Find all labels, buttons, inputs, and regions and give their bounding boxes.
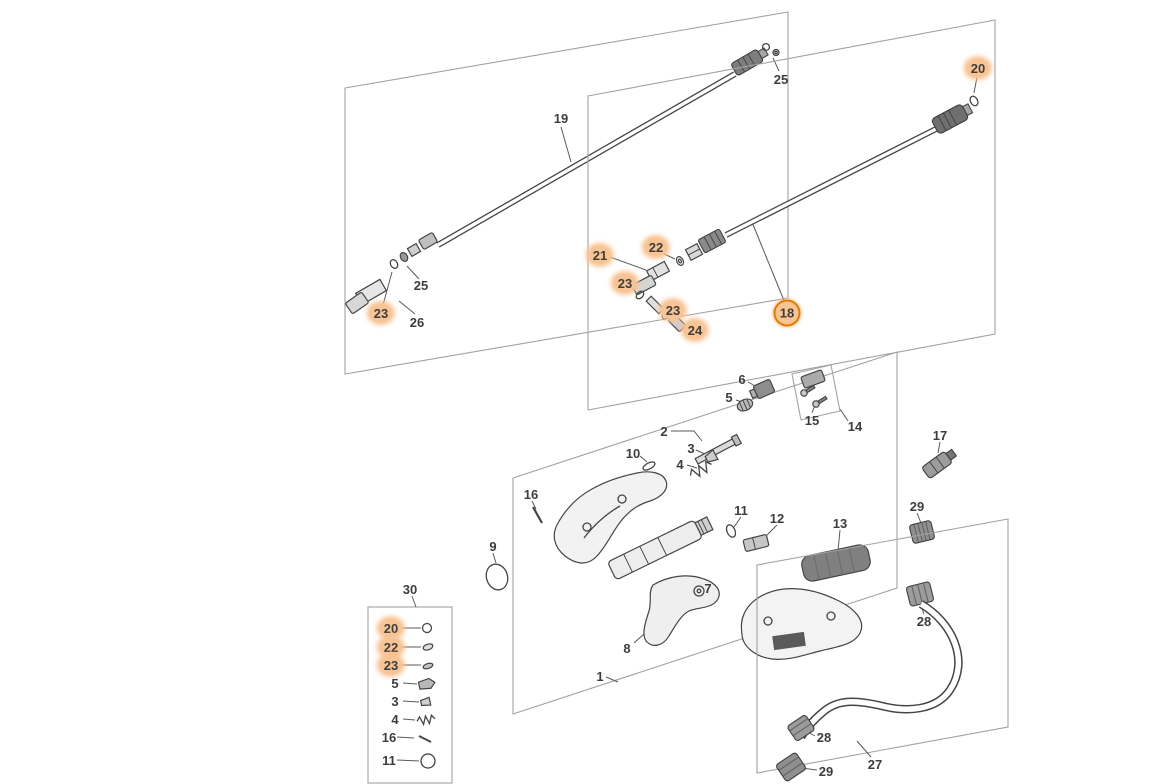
callout-16[interactable]: 16: [523, 486, 539, 502]
callout-2[interactable]: 2: [660, 423, 668, 439]
spring-4-icon: [689, 460, 712, 478]
hose-coupling-28-icon: [787, 715, 815, 741]
elbow-26-icon: [345, 278, 388, 314]
cone-3-icon: [704, 448, 719, 463]
holder-icon: [418, 232, 438, 250]
callout-29[interactable]: 29: [909, 498, 925, 514]
callout-7[interactable]: 7: [704, 580, 712, 596]
ring-25-icon: [399, 252, 409, 262]
box-lance-19: [344, 11, 789, 375]
legend-o-ring-11-icon: [420, 753, 436, 769]
box-lance-18: [587, 19, 996, 411]
callout-29[interactable]: 29: [818, 763, 834, 779]
callout-9[interactable]: 9: [489, 538, 497, 554]
trigger-7: [643, 575, 720, 646]
callout-25[interactable]: 25: [773, 71, 789, 87]
right-parts: [906, 441, 958, 615]
legend-washer-22-icon: [422, 643, 434, 651]
callout-16[interactable]: 16: [381, 729, 397, 745]
callout-30[interactable]: 30: [402, 581, 418, 597]
callout-5[interactable]: 5: [725, 389, 733, 405]
gun-housing-lower: [740, 588, 863, 660]
callout-28[interactable]: 28: [916, 613, 932, 629]
callout-24[interactable]: 24: [683, 321, 707, 339]
legend-spring-4-icon: [416, 713, 436, 727]
box-hose: [756, 518, 1009, 782]
lance-18: [724, 125, 940, 238]
coupling-28-icon: [906, 581, 934, 607]
callout-13[interactable]: 13: [832, 515, 848, 531]
callout-11[interactable]: 11: [382, 752, 396, 768]
valve-barrel: [608, 516, 714, 580]
nipple-12-icon: [742, 534, 770, 552]
callout-8[interactable]: 8: [623, 640, 631, 656]
callout-23[interactable]: 23: [661, 301, 685, 319]
nozzle-17-icon: [922, 448, 958, 479]
washer-22-icon: [675, 256, 685, 266]
legend-part-3-icon: [419, 696, 432, 707]
pin-16-icon: [532, 506, 543, 524]
callout-3[interactable]: 3: [687, 440, 695, 456]
legend-washer-23-icon: [422, 662, 434, 670]
legend-o-ring-20-icon: [421, 622, 433, 634]
lance-19: [436, 71, 737, 248]
callout-4[interactable]: 4: [391, 711, 399, 727]
gun-housing-upper: [553, 471, 668, 564]
o-ring-11-icon: [725, 524, 737, 538]
callout-5[interactable]: 5: [391, 675, 399, 691]
hose-nut-29-icon: [776, 752, 806, 782]
callout-25[interactable]: 25: [413, 277, 429, 293]
grip-18-icon: [931, 103, 974, 134]
callout-12[interactable]: 12: [769, 510, 785, 526]
callout-22[interactable]: 22: [644, 238, 668, 256]
legend-part-5-icon: [417, 677, 436, 690]
stack-5-icon: [736, 398, 754, 412]
callout-14[interactable]: 14: [847, 418, 863, 434]
legend-pin-16-icon: [418, 735, 432, 743]
hose-27: [797, 600, 963, 740]
callout-23[interactable]: 23: [613, 274, 637, 292]
callout-22[interactable]: 22: [379, 638, 403, 656]
callout-19[interactable]: 19: [553, 110, 569, 126]
coupler-icon: [698, 228, 726, 254]
o-ring-20-icon: [969, 95, 979, 107]
callout-23[interactable]: 23: [379, 656, 403, 674]
callout-20[interactable]: 20: [966, 59, 990, 77]
elbow-icon: [631, 275, 657, 295]
nut-icon: [406, 242, 422, 258]
callout-27[interactable]: 27: [867, 756, 883, 772]
callout-21[interactable]: 21: [588, 246, 612, 264]
callout-15[interactable]: 15: [804, 412, 820, 428]
coupling-29-icon: [909, 520, 935, 544]
callout-26[interactable]: 26: [409, 314, 425, 330]
callout-3[interactable]: 3: [391, 693, 399, 709]
pipe-icon: [645, 295, 665, 315]
callout-18[interactable]: 18: [773, 299, 801, 327]
callout-10[interactable]: 10: [625, 445, 641, 461]
callout-4[interactable]: 4: [676, 456, 684, 472]
callout-28[interactable]: 28: [816, 729, 832, 745]
kit-15-box: [791, 364, 841, 421]
callout-20[interactable]: 20: [379, 619, 403, 637]
callout-6[interactable]: 6: [738, 371, 746, 387]
nut-icon: [684, 242, 704, 262]
callout-1[interactable]: 1: [596, 668, 604, 684]
callout-17[interactable]: 17: [932, 427, 948, 443]
callout-23[interactable]: 23: [369, 304, 393, 322]
cap-6-icon: [748, 379, 775, 400]
callout-11[interactable]: 11: [734, 502, 748, 518]
washer-25-icon: [761, 42, 780, 57]
o-ring-10-icon: [642, 461, 656, 471]
seal-23-icon: [389, 259, 399, 269]
legend-box: [367, 595, 453, 784]
o-ring-9-icon: [485, 563, 509, 591]
